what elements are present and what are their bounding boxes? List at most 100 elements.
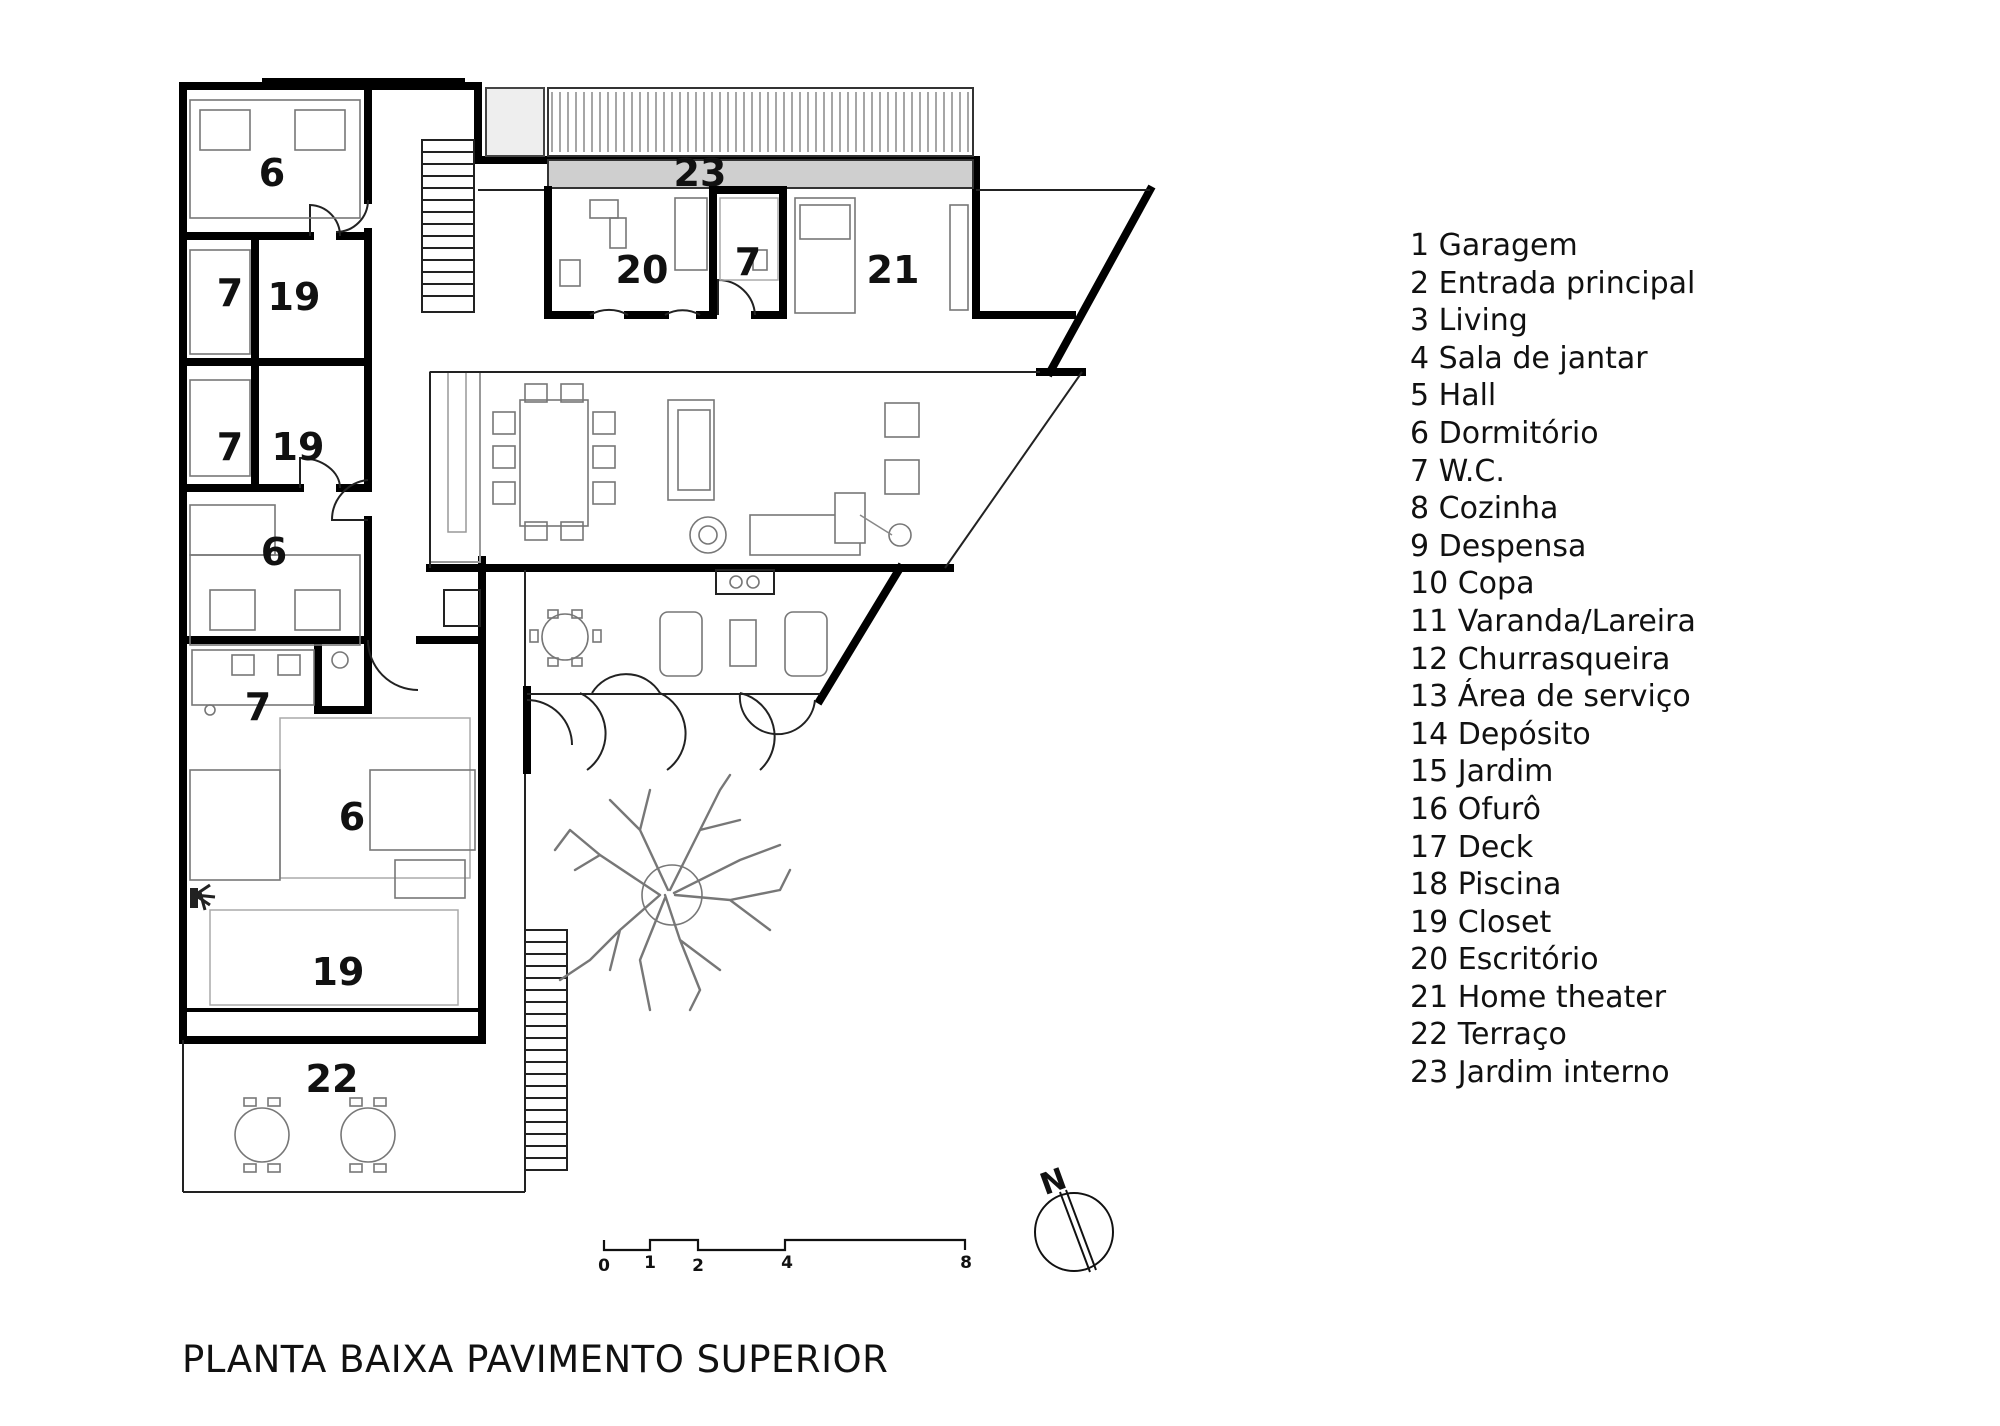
legend-item: 4 Sala de jantar (1410, 340, 1696, 378)
legend-label: Garagem (1438, 228, 1578, 263)
legend-item: 10 Copa (1410, 565, 1696, 603)
legend-item: 2 Entrada principal (1410, 265, 1696, 303)
legend-number: 19 (1410, 904, 1449, 940)
tree-symbol (553, 773, 792, 1012)
exterior-walls (179, 78, 1156, 1193)
room-label-wc-suite: 7 (245, 685, 271, 729)
legend-number: 2 (1410, 265, 1430, 301)
room-label-dorm-mid: 6 (261, 530, 287, 574)
legend-number: 4 (1410, 340, 1430, 376)
scale-tick-8: 8 (960, 1253, 972, 1273)
room-label-closet-1: 19 (268, 275, 321, 319)
legend-number: 5 (1410, 378, 1430, 414)
room-label-office: 20 (616, 248, 669, 292)
office-block (559, 197, 969, 314)
legend-item: 1 Garagem (1410, 227, 1696, 265)
legend-label: Escritório (1457, 942, 1599, 978)
legend-label: Despensa (1438, 528, 1587, 564)
legend-item: 16 Ofurô (1410, 791, 1696, 829)
scale-tick-2: 2 (692, 1256, 704, 1276)
legend-number: 13 (1410, 679, 1449, 715)
legend-number: 21 (1410, 979, 1449, 1015)
legend-item: 11 Varanda/Lareira (1410, 603, 1696, 641)
bedroom-furniture (189, 99, 476, 1173)
legend-item: 22 Terraço (1410, 1016, 1696, 1054)
room-label-terrace: 22 (306, 1057, 359, 1101)
stair-lower (524, 929, 568, 1171)
balcony (443, 569, 828, 774)
room-label-closet-suite: 19 (312, 950, 365, 994)
scale-bar: 0 1 2 4 8 (598, 1238, 972, 1276)
legend-number: 6 (1410, 415, 1430, 451)
legend-item: 5 Hall (1410, 377, 1696, 415)
legend-label: Deck (1457, 829, 1534, 865)
legend-item: 14 Depósito (1410, 716, 1696, 754)
legend-item: 19 Closet (1410, 904, 1696, 942)
interior-walls (179, 86, 787, 1012)
room-label-dorm-suite: 6 (339, 795, 365, 839)
legend-number: 20 (1410, 942, 1449, 978)
legend-item: 21 Home theater (1410, 979, 1696, 1017)
legend-label: W.C. (1438, 453, 1505, 489)
legend-number: 12 (1410, 641, 1449, 677)
legend-label: Jardim (1457, 754, 1554, 790)
legend-label: Churrasqueira (1457, 641, 1671, 677)
legend-label: Living (1438, 303, 1528, 339)
legend-number: 9 (1410, 528, 1430, 564)
legend-number: 7 (1410, 453, 1430, 489)
legend-label: Sala de jantar (1438, 340, 1648, 376)
legend-label: Jardim interno (1457, 1055, 1670, 1091)
legend-label: Piscina (1457, 867, 1562, 903)
legend-item: 7 W.C. (1410, 453, 1696, 491)
inner-garden-area: 23 (485, 87, 974, 195)
legend-item: 6 Dormitório (1410, 415, 1696, 453)
room-label-dorm-top: 6 (259, 151, 285, 195)
room-numbers: 6 7 19 7 19 6 7 6 19 22 20 7 21 (217, 151, 920, 1101)
legend-item: 18 Piscina (1410, 866, 1696, 904)
legend-label: Cozinha (1438, 491, 1559, 527)
legend-item: 15 Jardim (1410, 753, 1696, 791)
legend-item: 3 Living (1410, 302, 1696, 340)
scale-tick-1: 1 (644, 1253, 656, 1273)
legend-number: 15 (1410, 754, 1449, 790)
north-label: N (1036, 1161, 1072, 1202)
legend-label: Hall (1438, 378, 1497, 414)
room-label-wc-office: 7 (735, 240, 761, 284)
legend-label: Home theater (1457, 979, 1667, 1015)
legend-number: 1 (1410, 228, 1430, 263)
legend-label: Depósito (1457, 716, 1591, 752)
legend-item: 20 Escritório (1410, 941, 1696, 979)
room-label-wc-1: 7 (217, 271, 243, 315)
scale-tick-0: 0 (598, 1256, 610, 1276)
legend-item: 17 Deck (1410, 829, 1696, 867)
room-label-home-theater: 21 (867, 248, 920, 292)
stair-upper (421, 139, 548, 313)
room-label-closet-2: 19 (272, 425, 325, 469)
legend-item: 23 Jardim interno (1410, 1054, 1696, 1092)
garden-hatching (551, 92, 969, 152)
legend-label: Área de serviço (1457, 679, 1691, 715)
room-label-wc-2: 7 (217, 425, 243, 469)
legend-number: 10 (1410, 566, 1449, 602)
legend-item: 9 Despensa (1410, 528, 1696, 566)
legend-label: Closet (1457, 904, 1552, 940)
legend-number: 8 (1410, 491, 1430, 527)
legend-label: Dormitório (1438, 415, 1599, 451)
legend-number: 23 (1410, 1055, 1449, 1091)
legend-item: 13 Área de serviço (1410, 678, 1696, 716)
living-dining (429, 371, 1040, 568)
legend-label: Terraço (1457, 1017, 1567, 1053)
legend-item: 8 Cozinha (1410, 490, 1696, 528)
legend-number: 17 (1410, 829, 1449, 865)
legend-number: 11 (1410, 603, 1449, 639)
plan-title: PLANTA BAIXA PAVIMENTO SUPERIOR (182, 1338, 889, 1381)
legend-label: Varanda/Lareira (1457, 603, 1696, 639)
legend-label: Ofurô (1457, 791, 1541, 827)
legend-number: 16 (1410, 791, 1449, 827)
legend-number: 14 (1410, 716, 1449, 752)
legend-number: 22 (1410, 1017, 1449, 1053)
legend-number: 18 (1410, 867, 1449, 903)
legend-item: 12 Churrasqueira (1410, 641, 1696, 679)
